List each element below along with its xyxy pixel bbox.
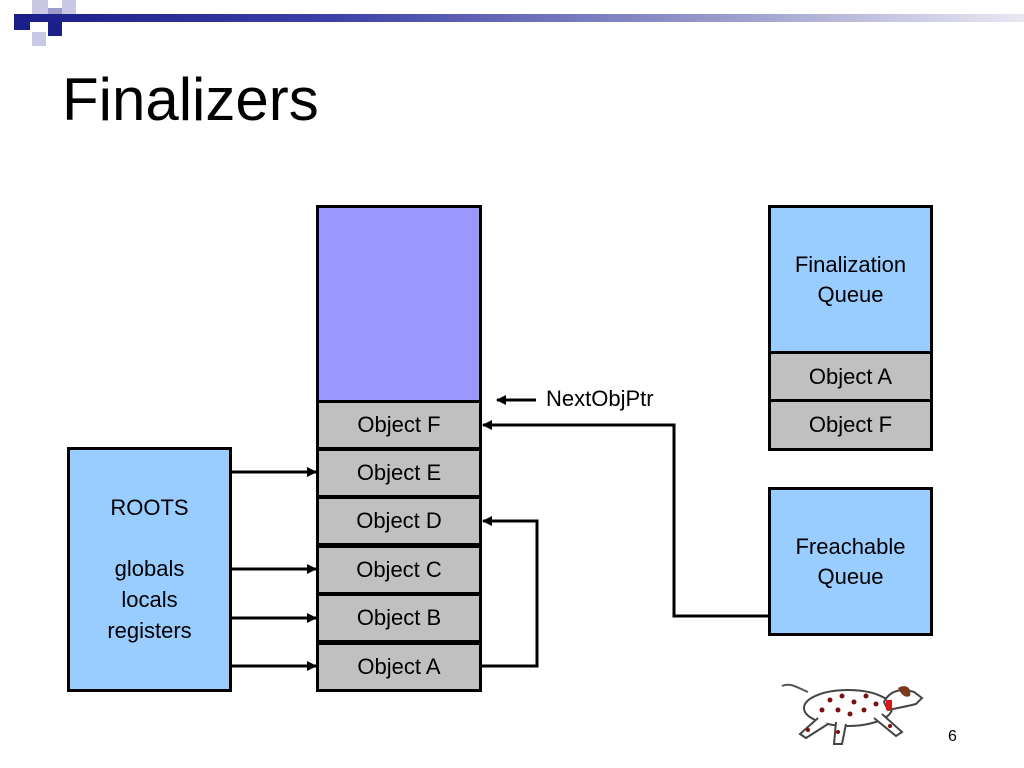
slide-title: Finalizers	[62, 66, 319, 133]
heap-object-e: Object E	[316, 448, 482, 498]
heap-object-d: Object D	[316, 496, 482, 546]
roots-item-registers: registers	[107, 618, 192, 643]
heap-free-space	[316, 205, 482, 403]
finalization-object-a: Object A	[768, 351, 933, 402]
next-obj-ptr-label: NextObjPtr	[546, 386, 654, 411]
arrow-object-a-object-d	[480, 516, 539, 668]
page-number: 6	[948, 728, 957, 745]
heap-object-a: Object A	[316, 642, 482, 692]
heap-object-f: Object F	[316, 400, 482, 450]
header-decoration	[0, 0, 1024, 60]
roots-heading: ROOTS	[110, 495, 189, 520]
roots-box: ROOTS globals locals registers	[67, 447, 232, 692]
dalmatian-icon	[781, 683, 924, 745]
finalization-object-f: Object F	[768, 399, 933, 451]
roots-item-globals: globals	[114, 556, 185, 581]
heap-object-b: Object B	[316, 593, 482, 643]
roots-item-locals: locals	[121, 587, 178, 612]
freachable-queue: Freachable Queue	[768, 487, 933, 636]
arrow-freachable-object-f	[482, 420, 768, 618]
finalization-queue: Finalization Queue	[768, 205, 933, 354]
heap-object-c: Object C	[316, 545, 482, 595]
freachable-queue-title: Freachable Queue	[795, 533, 906, 589]
finalization-queue-title: Finalization Queue	[794, 251, 907, 307]
